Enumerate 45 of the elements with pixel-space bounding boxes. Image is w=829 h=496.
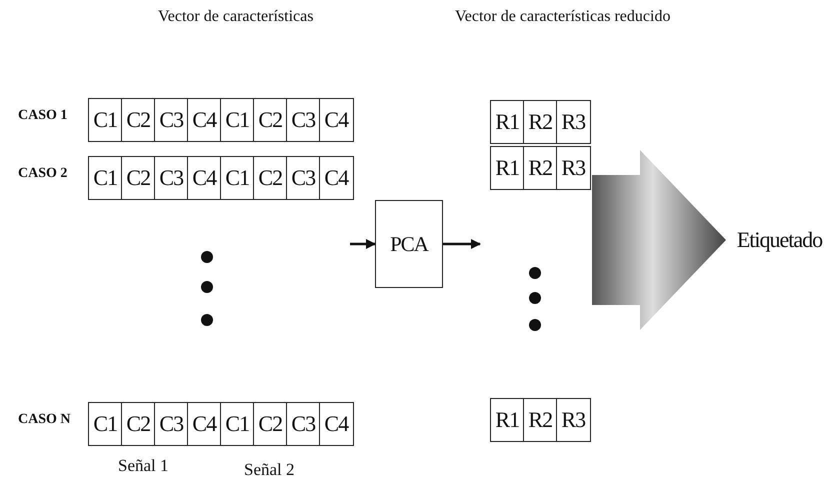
vector-cell: C4 <box>187 156 222 200</box>
vector-cell: R3 <box>556 146 590 190</box>
vector-cell: R3 <box>556 398 590 442</box>
vector-cell: C4 <box>319 402 354 446</box>
column-title: Vector de características reducido <box>455 8 670 26</box>
vector-cell: C1 <box>88 402 122 446</box>
vector-cell: R2 <box>523 100 558 144</box>
process-box: PCA <box>375 200 443 288</box>
vector-cell: C4 <box>319 98 354 142</box>
vector-cell: C1 <box>220 402 254 446</box>
vector-cell: C4 <box>187 98 222 142</box>
vector-cell: C3 <box>154 98 188 142</box>
vector-cell: R1 <box>490 146 524 190</box>
vector-cell: C3 <box>286 156 320 200</box>
vector-cell: C2 <box>121 98 156 142</box>
vector-cell: C2 <box>121 402 156 446</box>
vector-cell: C2 <box>253 402 288 446</box>
row-label: CASO N <box>18 412 71 428</box>
vector-cell: C2 <box>121 156 156 200</box>
vector-cell: C3 <box>286 402 320 446</box>
vector-cell: C1 <box>88 98 122 142</box>
arrow <box>443 239 481 249</box>
vector-cell: C2 <box>253 156 288 200</box>
vector-cell: C4 <box>319 156 354 200</box>
vector-cell: R1 <box>490 398 524 442</box>
vector-cell: C1 <box>220 98 254 142</box>
vector-cell: C1 <box>88 156 122 200</box>
row-label: CASO 1 <box>18 108 68 124</box>
column-title: Vector de características <box>158 8 314 26</box>
vector-cell: R2 <box>523 398 558 442</box>
vector-cell: R3 <box>556 100 590 144</box>
vector-cell: C3 <box>154 402 188 446</box>
vector-cell: R2 <box>523 146 558 190</box>
row-label: CASO 2 <box>18 166 68 182</box>
block-arrow <box>592 150 726 330</box>
vector-cell: C2 <box>253 98 288 142</box>
output-label: Etiquetado <box>730 220 829 260</box>
vector-cell: C3 <box>286 98 320 142</box>
arrow <box>350 239 376 249</box>
vector-cell: C1 <box>220 156 254 200</box>
group-label: Señal 2 <box>244 460 295 480</box>
vector-cell: C4 <box>187 402 222 446</box>
vector-cell: R1 <box>490 100 524 144</box>
group-label: Señal 1 <box>118 456 169 476</box>
vector-cell: C3 <box>154 156 188 200</box>
